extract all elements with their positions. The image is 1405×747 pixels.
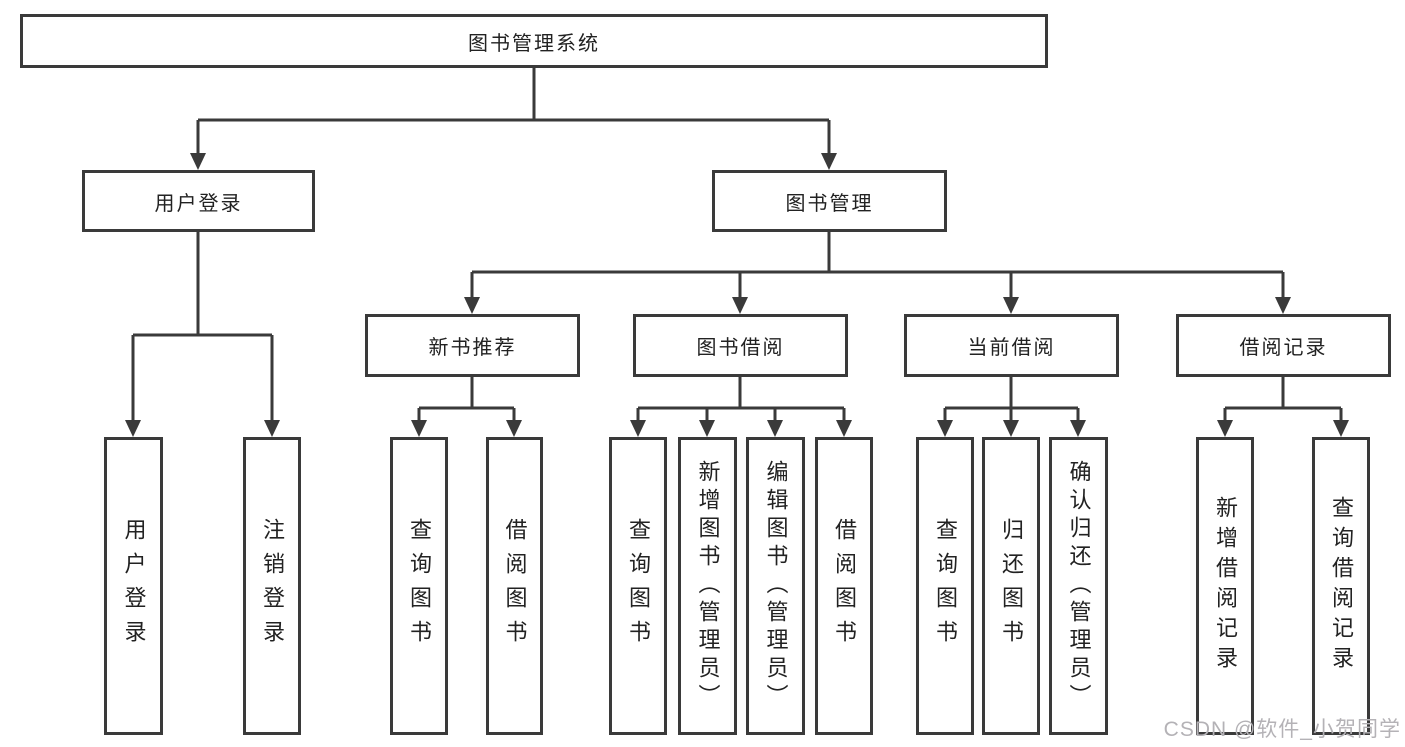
leaf-label: 查询借阅记录 (1329, 496, 1354, 676)
leaf-label: 借阅图书 (832, 518, 857, 654)
node-library-management-system: 图书管理系统 (20, 14, 1048, 68)
leaf-label: 归还图书 (999, 518, 1024, 654)
node-book-borrow: 图书借阅 (633, 314, 848, 377)
node-borrow-records: 借阅记录 (1176, 314, 1391, 377)
node-new-book-recommend: 新书推荐 (365, 314, 580, 377)
leaf-query-book-recommend: 查询图书 (390, 437, 448, 735)
leaf-label: 确认归还（管理员） (1066, 460, 1092, 712)
node-book-management: 图书管理 (712, 170, 947, 232)
leaf-label: 新增借阅记录 (1213, 496, 1238, 676)
leaf-label: 新增图书（管理员） (695, 460, 721, 712)
leaf-borrow-book: 借阅图书 (815, 437, 873, 735)
arrowheads (125, 153, 1349, 437)
connector-current-borrow (943, 377, 1080, 423)
connector-root (196, 68, 831, 156)
leaf-label: 借阅图书 (502, 518, 528, 654)
leaf-label: 注销登录 (260, 518, 285, 654)
leaf-return-book: 归还图书 (982, 437, 1040, 735)
connector-user-login (131, 232, 274, 423)
leaf-edit-book-admin: 编辑图书（管理员） (746, 437, 805, 735)
connector-book-borrow (636, 377, 846, 423)
leaf-query-book-borrow: 查询图书 (609, 437, 667, 735)
leaf-label: 查询图书 (407, 518, 432, 654)
leaf-user-login: 用户登录 (104, 437, 163, 735)
connector-new-book (417, 377, 516, 423)
leaf-label: 查询图书 (626, 518, 651, 654)
connector-book-management (470, 232, 1285, 300)
leaf-query-book-current: 查询图书 (916, 437, 974, 735)
leaf-label: 查询图书 (933, 518, 958, 654)
leaf-logout: 注销登录 (243, 437, 301, 735)
leaf-add-borrow-record: 新增借阅记录 (1196, 437, 1254, 735)
leaf-add-book-admin: 新增图书（管理员） (678, 437, 737, 735)
connector-borrow-records (1223, 377, 1343, 423)
leaf-confirm-return-admin: 确认归还（管理员） (1049, 437, 1108, 735)
node-current-borrow: 当前借阅 (904, 314, 1119, 377)
leaf-label: 用户登录 (121, 518, 147, 654)
node-user-login: 用户登录 (82, 170, 315, 232)
leaf-query-borrow-record: 查询借阅记录 (1312, 437, 1370, 735)
csdn-watermark: CSDN @软件_小贺同学 (1163, 718, 1401, 741)
leaf-borrow-book-recommend: 借阅图书 (486, 437, 543, 735)
leaf-label: 编辑图书（管理员） (763, 460, 789, 712)
